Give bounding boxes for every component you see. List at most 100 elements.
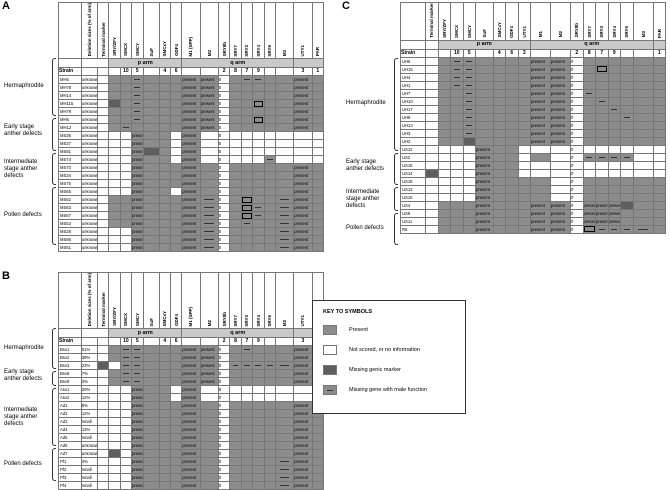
- marker-cell: [595, 224, 609, 234]
- marker-cell: [582, 176, 596, 186]
- marker-value: present: [293, 369, 313, 379]
- strain-name: UH15: [400, 64, 426, 74]
- marker-cell: [158, 361, 171, 371]
- marker-cell: [450, 152, 464, 162]
- marker-cell: [492, 208, 506, 218]
- marker-value: present: [181, 139, 201, 149]
- marker-cell: [632, 200, 654, 210]
- strain-name: Pf4: [58, 481, 82, 490]
- marker-value: present: [181, 377, 201, 387]
- marker-cell: [108, 481, 121, 490]
- marker-cell: [595, 168, 609, 178]
- marker-cell: [169, 83, 183, 93]
- marker-value: unknown: [80, 179, 98, 189]
- marker-cell: [263, 171, 277, 181]
- strain-name: Ad1: [58, 401, 82, 411]
- marker-value: 0: [217, 211, 231, 221]
- column-header-label: SMCY: [134, 43, 140, 57]
- marker-cell: [437, 88, 451, 98]
- marker-value: present: [131, 131, 144, 141]
- marker-cell: [632, 72, 654, 82]
- strain-name: UH7: [400, 88, 426, 98]
- marker-value: present: [199, 377, 219, 387]
- key-row: Missing gene with male function: [323, 385, 427, 395]
- marker-value: present: [530, 64, 551, 74]
- marker-cell: [582, 144, 596, 154]
- marker-cell: [252, 449, 265, 459]
- marker-cell: [437, 216, 451, 226]
- header-blank: [58, 271, 82, 330]
- column-header: PAR: [311, 1, 325, 60]
- marker-value: present: [293, 187, 313, 197]
- marker-cell: [530, 192, 551, 202]
- marker-cell: [274, 139, 295, 149]
- marker-number: 2: [570, 48, 584, 58]
- marker-cell: [595, 160, 609, 170]
- marker-value: present: [181, 115, 201, 125]
- marker-cell: [158, 433, 171, 443]
- column-header: SRY3: [240, 271, 254, 330]
- marker-cell: [229, 187, 242, 197]
- marker-cell: [274, 147, 295, 157]
- deletion-box-cell: [252, 99, 265, 109]
- column-header: SMCxY: [158, 1, 171, 60]
- marker-cell: [142, 345, 160, 355]
- strain-name: Pf2: [58, 465, 82, 475]
- marker-cell: [119, 433, 133, 443]
- marker-cell: [169, 179, 183, 189]
- marker-value: unknown: [80, 83, 98, 93]
- marker-cell: [108, 377, 121, 387]
- marker-value: present: [293, 123, 313, 133]
- marker-cell: [169, 147, 183, 157]
- marker-value: small: [80, 465, 98, 475]
- marker-cell: [131, 123, 144, 133]
- marker-cell: [492, 72, 506, 82]
- marker-cell: [119, 227, 133, 237]
- marker-cell: [96, 155, 110, 165]
- arm-spacer: [80, 58, 110, 69]
- marker-cell: [158, 345, 171, 355]
- marker-cell: [607, 128, 621, 138]
- marker-value: present: [131, 179, 144, 189]
- column-header: SRY4: [607, 2, 621, 41]
- marker-cell: [632, 112, 654, 122]
- marker-value: present: [293, 219, 313, 229]
- marker-cell: [620, 80, 634, 90]
- marker-cell: [462, 184, 476, 194]
- table-row: MS74unknownpresentpresent0: [58, 155, 325, 165]
- marker-cell: [252, 147, 265, 157]
- marker-cell: [199, 409, 219, 419]
- marker-cell: [158, 163, 171, 173]
- marker-cell: [108, 187, 121, 197]
- marker-value: 12%: [80, 393, 98, 403]
- column-header-label: M3: [640, 31, 646, 38]
- marker-cell: [595, 112, 609, 122]
- marker-cell: [475, 80, 494, 90]
- marker-cell: [108, 385, 121, 395]
- marker-value: present: [181, 91, 201, 101]
- marker-cell: [142, 353, 160, 363]
- marker-cell: [595, 192, 609, 202]
- marker-cell: [274, 385, 295, 395]
- marker-cell: [240, 473, 254, 483]
- marker-value: present: [181, 83, 201, 93]
- arm-spacer: [80, 328, 110, 339]
- marker-cell: [492, 80, 506, 90]
- marker-cell: [425, 72, 439, 82]
- marker-cell: [229, 393, 242, 403]
- strain-name: Ad4: [58, 425, 82, 435]
- marker-value: present: [293, 377, 313, 387]
- marker-cell: [199, 155, 219, 165]
- marker-cell: [425, 200, 439, 210]
- marker-cell: [169, 203, 183, 213]
- marker-value: present: [293, 107, 313, 117]
- marker-cell: [119, 235, 133, 245]
- column-header: ODF4: [169, 271, 183, 330]
- marker-cell: [620, 144, 634, 154]
- marker-cell: [311, 115, 325, 125]
- marker-cell: [169, 163, 183, 173]
- marker-cell: [425, 144, 439, 154]
- panel-a-table: Deletion sizes (% of arm)Terminal marker…: [58, 1, 325, 253]
